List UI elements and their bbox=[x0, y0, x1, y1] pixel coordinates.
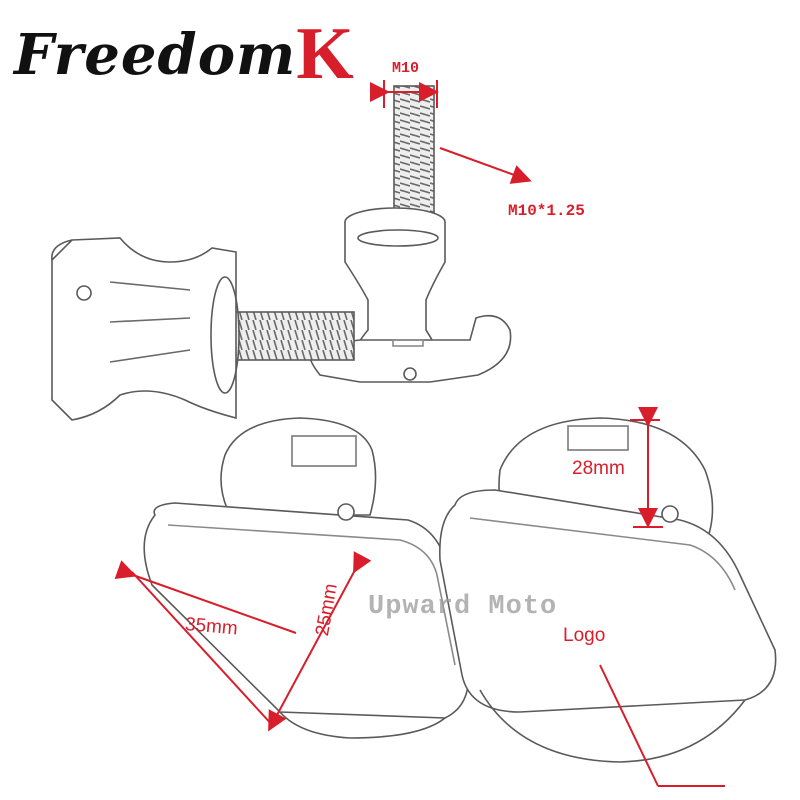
dimension-lines bbox=[114, 80, 725, 787]
set-screw-sideways bbox=[76, 285, 92, 301]
brand-letter-k: K bbox=[296, 13, 354, 95]
label-height: 28mm bbox=[572, 458, 625, 479]
label-length: 35mm bbox=[184, 614, 239, 640]
label-logo-callout: Logo bbox=[563, 625, 606, 646]
bolt-thread-horizontal bbox=[231, 311, 355, 361]
spool-sideways bbox=[51, 237, 355, 421]
label-bolt-diameter: M10 bbox=[392, 60, 420, 77]
label-thread-pitch: M10*1.25 bbox=[508, 202, 585, 220]
spool-bottom-left bbox=[143, 417, 470, 739]
bolt-thread-vertical bbox=[393, 85, 435, 231]
watermark-text: Upward Moto bbox=[368, 592, 558, 622]
brand-logo: FreedomK bbox=[14, 12, 354, 95]
set-screw-bottom-right bbox=[661, 505, 679, 523]
set-screw-bottom-left bbox=[337, 503, 355, 521]
spool-bottom-right bbox=[438, 417, 777, 763]
set-screw-upright bbox=[403, 367, 417, 381]
brand-script-text: Freedom bbox=[14, 22, 297, 88]
